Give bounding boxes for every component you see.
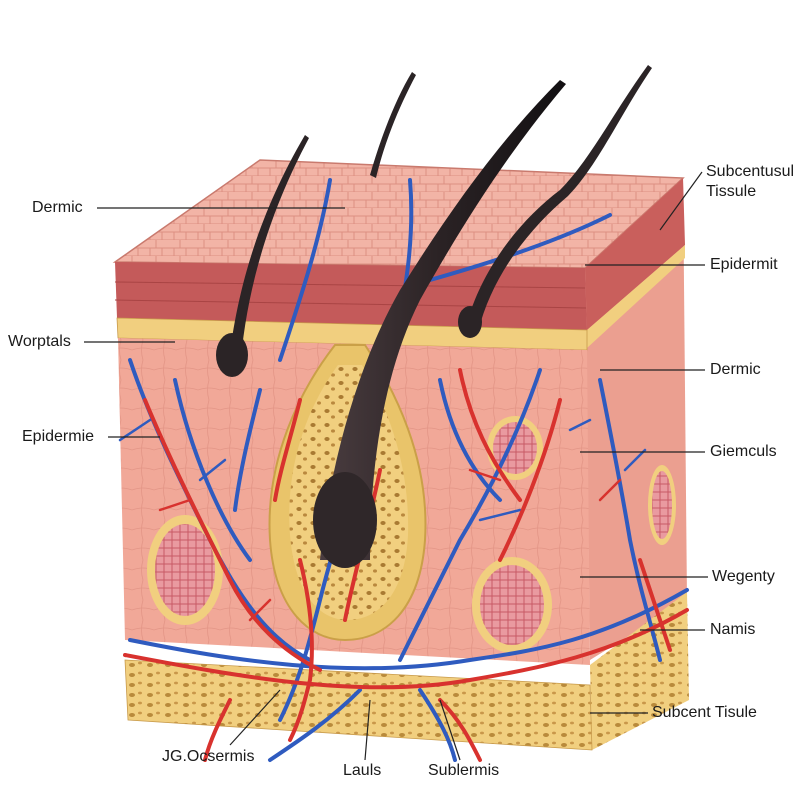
label-tissule: Tissule [706,183,757,200]
label-epidermit: Epidermit [710,256,778,273]
skin-top-surface [112,159,685,269]
label-wegenty: Wegenty [712,568,775,585]
label-namis: Namis [710,621,756,638]
label-epidermie: Epidermie [22,428,95,445]
hair-center-top [370,72,416,178]
right-fat-band [587,245,685,348]
label-subcent-tisule: Subcent Tisule [652,704,757,721]
leader-lines [84,171,708,761]
label-jg-ocsermis: JG.Ocsermis [162,748,255,765]
front-bottom-fat [124,659,593,751]
right-epidermis-band [585,178,685,330]
label-sublermis: Sublermis [428,762,500,779]
label-giemculs: Giemculs [710,443,777,460]
label-worptals: Worptals [8,333,71,350]
hair-bulb [313,472,377,568]
hair-right [465,65,652,332]
label-lauls: Lauls [343,762,382,779]
label-subcentusul: Subcentusul [706,163,795,180]
label-dermic-top-left: Dermic [32,199,83,216]
label-dermic-right: Dermic [710,361,761,378]
